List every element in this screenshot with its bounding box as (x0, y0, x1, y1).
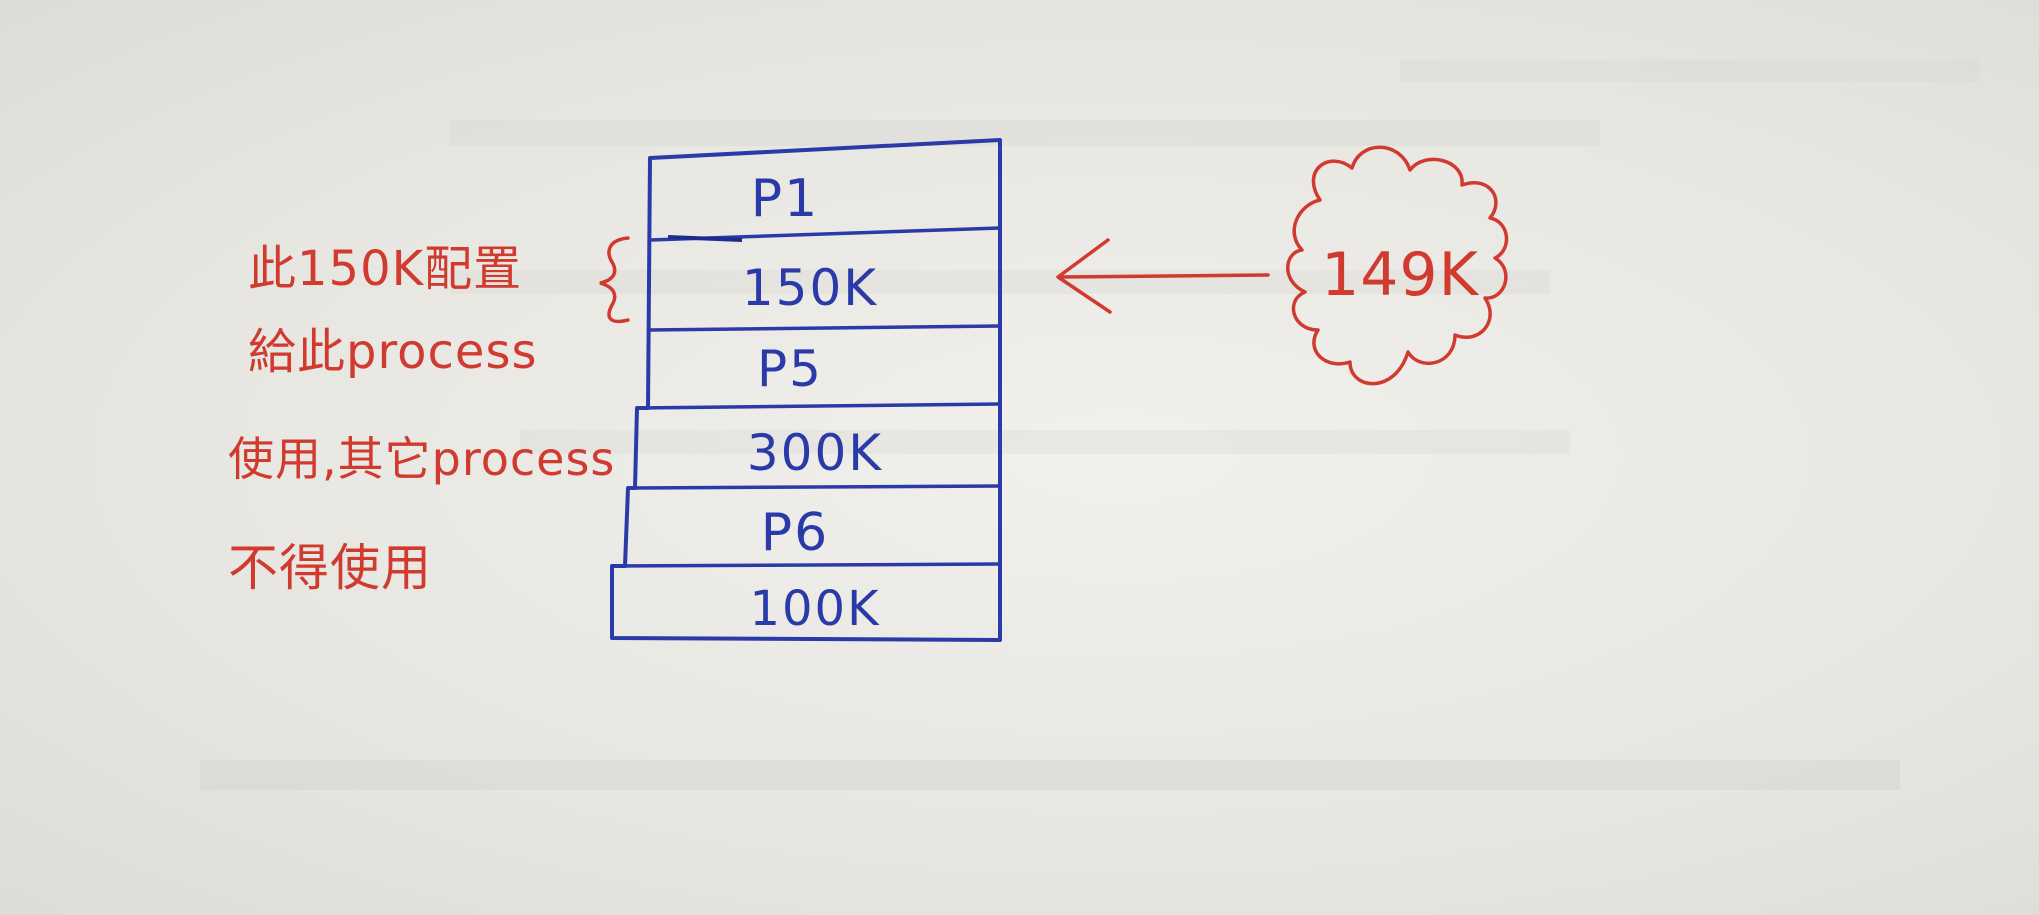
block-divider (627, 484, 1001, 490)
annotation-line-4: 不得使用 (228, 539, 432, 597)
memory-table: P1 150K P5 300K P6 100K (610, 138, 1002, 642)
page-showthrough (200, 60, 1980, 790)
annotation-line-3: 使用,其它process (228, 432, 615, 486)
annotation-note: 此150K配置 給此process 使用,其它process 不得使用 (228, 241, 615, 597)
arrow-left-icon (1056, 238, 1270, 314)
block-label-100k: 100K (749, 581, 880, 637)
annotation-line-2: 給此process (248, 324, 537, 380)
block-label-300k: 300K (747, 424, 883, 482)
block-divider (647, 324, 1001, 332)
request-cloud: 149K (1286, 145, 1509, 386)
block-divider (611, 562, 1001, 568)
request-size-label: 149K (1321, 240, 1480, 310)
block-label-p6: P6 (761, 503, 829, 563)
left-curly-brace-icon (599, 236, 630, 324)
block-divider (636, 402, 1001, 410)
block-label-p1: P1 (751, 169, 819, 229)
annotation-line-1: 此150K配置 (248, 241, 522, 297)
pointer-tick (667, 235, 743, 242)
block-label-p5: P5 (757, 340, 823, 398)
block-label-150k: 150K (742, 259, 878, 317)
cloud-icon (1286, 145, 1509, 386)
